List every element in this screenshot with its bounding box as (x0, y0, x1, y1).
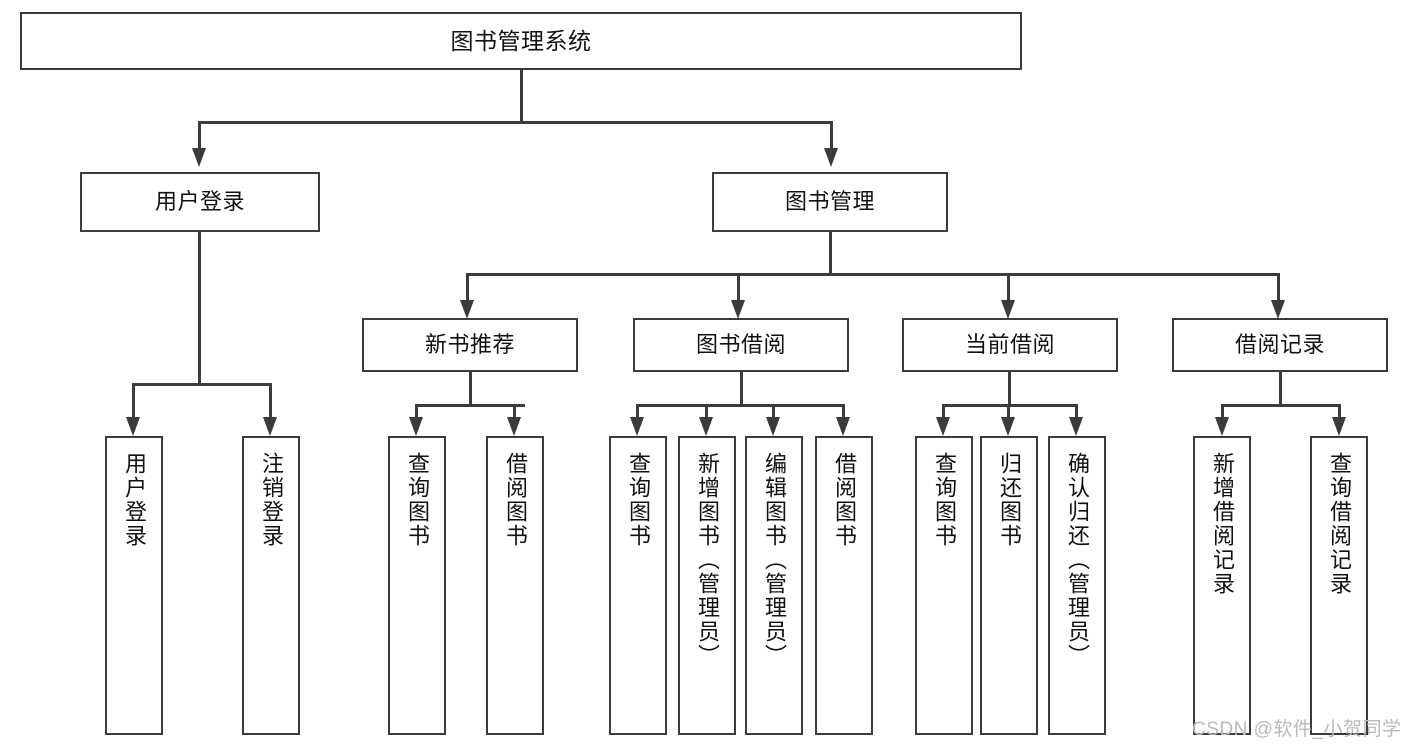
node-book-manage[interactable]: 图书管理 (712, 172, 948, 232)
node-user-login[interactable]: 用户登录 (80, 172, 320, 232)
arrowhead-leaf-borrow-book-2 (836, 417, 850, 436)
node-label: 图书借阅 (695, 332, 786, 358)
connector-borrow-record-stem (1279, 372, 1282, 405)
node-label: 编辑图书（管理员） (762, 452, 787, 668)
leaf-borrow-book-new[interactable]: 借阅图书 (486, 436, 544, 735)
connector-borrow-record-leaf-2 (1338, 404, 1341, 418)
node-label: 用户登录 (122, 452, 147, 548)
node-label: 确认归还（管理员） (1065, 452, 1090, 668)
connector-book-borrow-stem (740, 372, 743, 405)
connector-level3-bus (466, 273, 1278, 276)
node-label: 当前借阅 (964, 332, 1055, 358)
connector-borrow-record-bus (1221, 404, 1340, 407)
connector-user-login-leaf-2 (269, 383, 272, 418)
arrowhead-leaf-confirm-return (1069, 417, 1083, 436)
connector-new-book-stem (469, 372, 472, 405)
leaf-borrow-book[interactable]: 借阅图书 (815, 436, 873, 735)
leaf-add-book-admin[interactable]: 新增图书（管理员） (678, 436, 736, 735)
node-label: 借阅记录 (1234, 332, 1325, 358)
connector-to-current-borrow (1007, 273, 1010, 301)
node-label: 借阅图书 (832, 452, 857, 548)
node-label: 用户登录 (154, 189, 245, 215)
connector-current-borrow-bus (942, 404, 1077, 407)
leaf-logout[interactable]: 注销登录 (242, 436, 300, 735)
connector-to-book-borrow (737, 273, 740, 301)
arrowhead-current-borrow (1001, 300, 1015, 319)
leaf-user-login[interactable]: 用户登录 (105, 436, 163, 735)
connector-to-new-book (466, 273, 469, 301)
leaf-confirm-return-admin[interactable]: 确认归还（管理员） (1048, 436, 1106, 735)
node-label: 查询图书 (626, 452, 651, 548)
node-label: 新增图书（管理员） (695, 452, 720, 668)
connector-root-stem (520, 70, 523, 122)
connector-book-borrow-leaf-3 (772, 404, 775, 418)
arrowhead-leaf-return-book (1001, 417, 1015, 436)
connector-book-manage-stem (829, 232, 832, 274)
connector-user-login-stem (198, 232, 201, 384)
connector-user-login-leaf-1 (132, 383, 135, 418)
node-label: 查询图书 (932, 452, 957, 548)
connector-book-borrow-bus (636, 404, 844, 407)
connector-current-borrow-stem (1008, 372, 1011, 405)
connector-to-user-login (198, 121, 201, 149)
node-current-borrow[interactable]: 当前借阅 (902, 318, 1118, 372)
arrowhead-leaf-user-login (126, 417, 140, 436)
node-label: 查询图书 (405, 452, 430, 548)
node-label: 注销登录 (259, 452, 284, 548)
leaf-edit-book-admin[interactable]: 编辑图书（管理员） (745, 436, 803, 735)
connector-to-book-manage (830, 121, 833, 149)
node-label: 归还图书 (997, 452, 1022, 548)
connector-new-book-leaf-1 (415, 404, 418, 418)
leaf-query-borrow-record[interactable]: 查询借阅记录 (1310, 436, 1368, 735)
arrowhead-leaf-edit-book (766, 417, 780, 436)
node-label: 新书推荐 (424, 332, 515, 358)
arrowhead-leaf-borrow-book-1 (507, 417, 521, 436)
arrowhead-leaf-query-book-2 (630, 417, 644, 436)
node-root[interactable]: 图书管理系统 (20, 12, 1022, 70)
node-label: 借阅图书 (503, 452, 528, 548)
node-label: 图书管理系统 (450, 27, 592, 54)
connector-book-borrow-leaf-4 (842, 404, 845, 418)
arrowhead-leaf-add-book (699, 417, 713, 436)
connector-level2-bus (198, 121, 832, 124)
arrowhead-user-login (192, 148, 206, 167)
arrowhead-book-borrow (731, 300, 745, 319)
leaf-query-book-borrow[interactable]: 查询图书 (609, 436, 667, 735)
connector-new-book-leaf-2 (513, 404, 516, 418)
node-label: 新增借阅记录 (1210, 452, 1235, 596)
leaf-query-book-new[interactable]: 查询图书 (388, 436, 446, 735)
connector-current-borrow-leaf-3 (1075, 404, 1078, 418)
node-label: 查询借阅记录 (1327, 452, 1352, 596)
arrowhead-borrow-record (1271, 300, 1285, 319)
connector-borrow-record-leaf-1 (1221, 404, 1224, 418)
arrowhead-leaf-query-book-3 (936, 417, 950, 436)
arrowhead-leaf-logout (263, 417, 277, 436)
leaf-add-borrow-record[interactable]: 新增借阅记录 (1193, 436, 1251, 735)
arrowhead-leaf-query-record (1332, 417, 1346, 436)
connector-current-borrow-leaf-1 (942, 404, 945, 418)
connector-current-borrow-leaf-2 (1007, 404, 1010, 418)
arrowhead-new-book (460, 300, 474, 319)
node-book-borrow[interactable]: 图书借阅 (633, 318, 849, 372)
connector-book-borrow-leaf-1 (636, 404, 639, 418)
connector-book-borrow-leaf-2 (705, 404, 708, 418)
node-new-book-recommend[interactable]: 新书推荐 (362, 318, 578, 372)
leaf-query-book-current[interactable]: 查询图书 (915, 436, 973, 735)
arrowhead-leaf-add-record (1215, 417, 1229, 436)
arrowhead-leaf-query-book-1 (409, 417, 423, 436)
connector-to-borrow-record (1277, 273, 1280, 301)
node-label: 图书管理 (784, 189, 875, 215)
arrowhead-book-manage (824, 148, 838, 167)
connector-new-book-bus (415, 404, 525, 407)
connector-user-login-bus (132, 383, 270, 386)
node-borrow-record[interactable]: 借阅记录 (1172, 318, 1388, 372)
leaf-return-book[interactable]: 归还图书 (980, 436, 1038, 735)
